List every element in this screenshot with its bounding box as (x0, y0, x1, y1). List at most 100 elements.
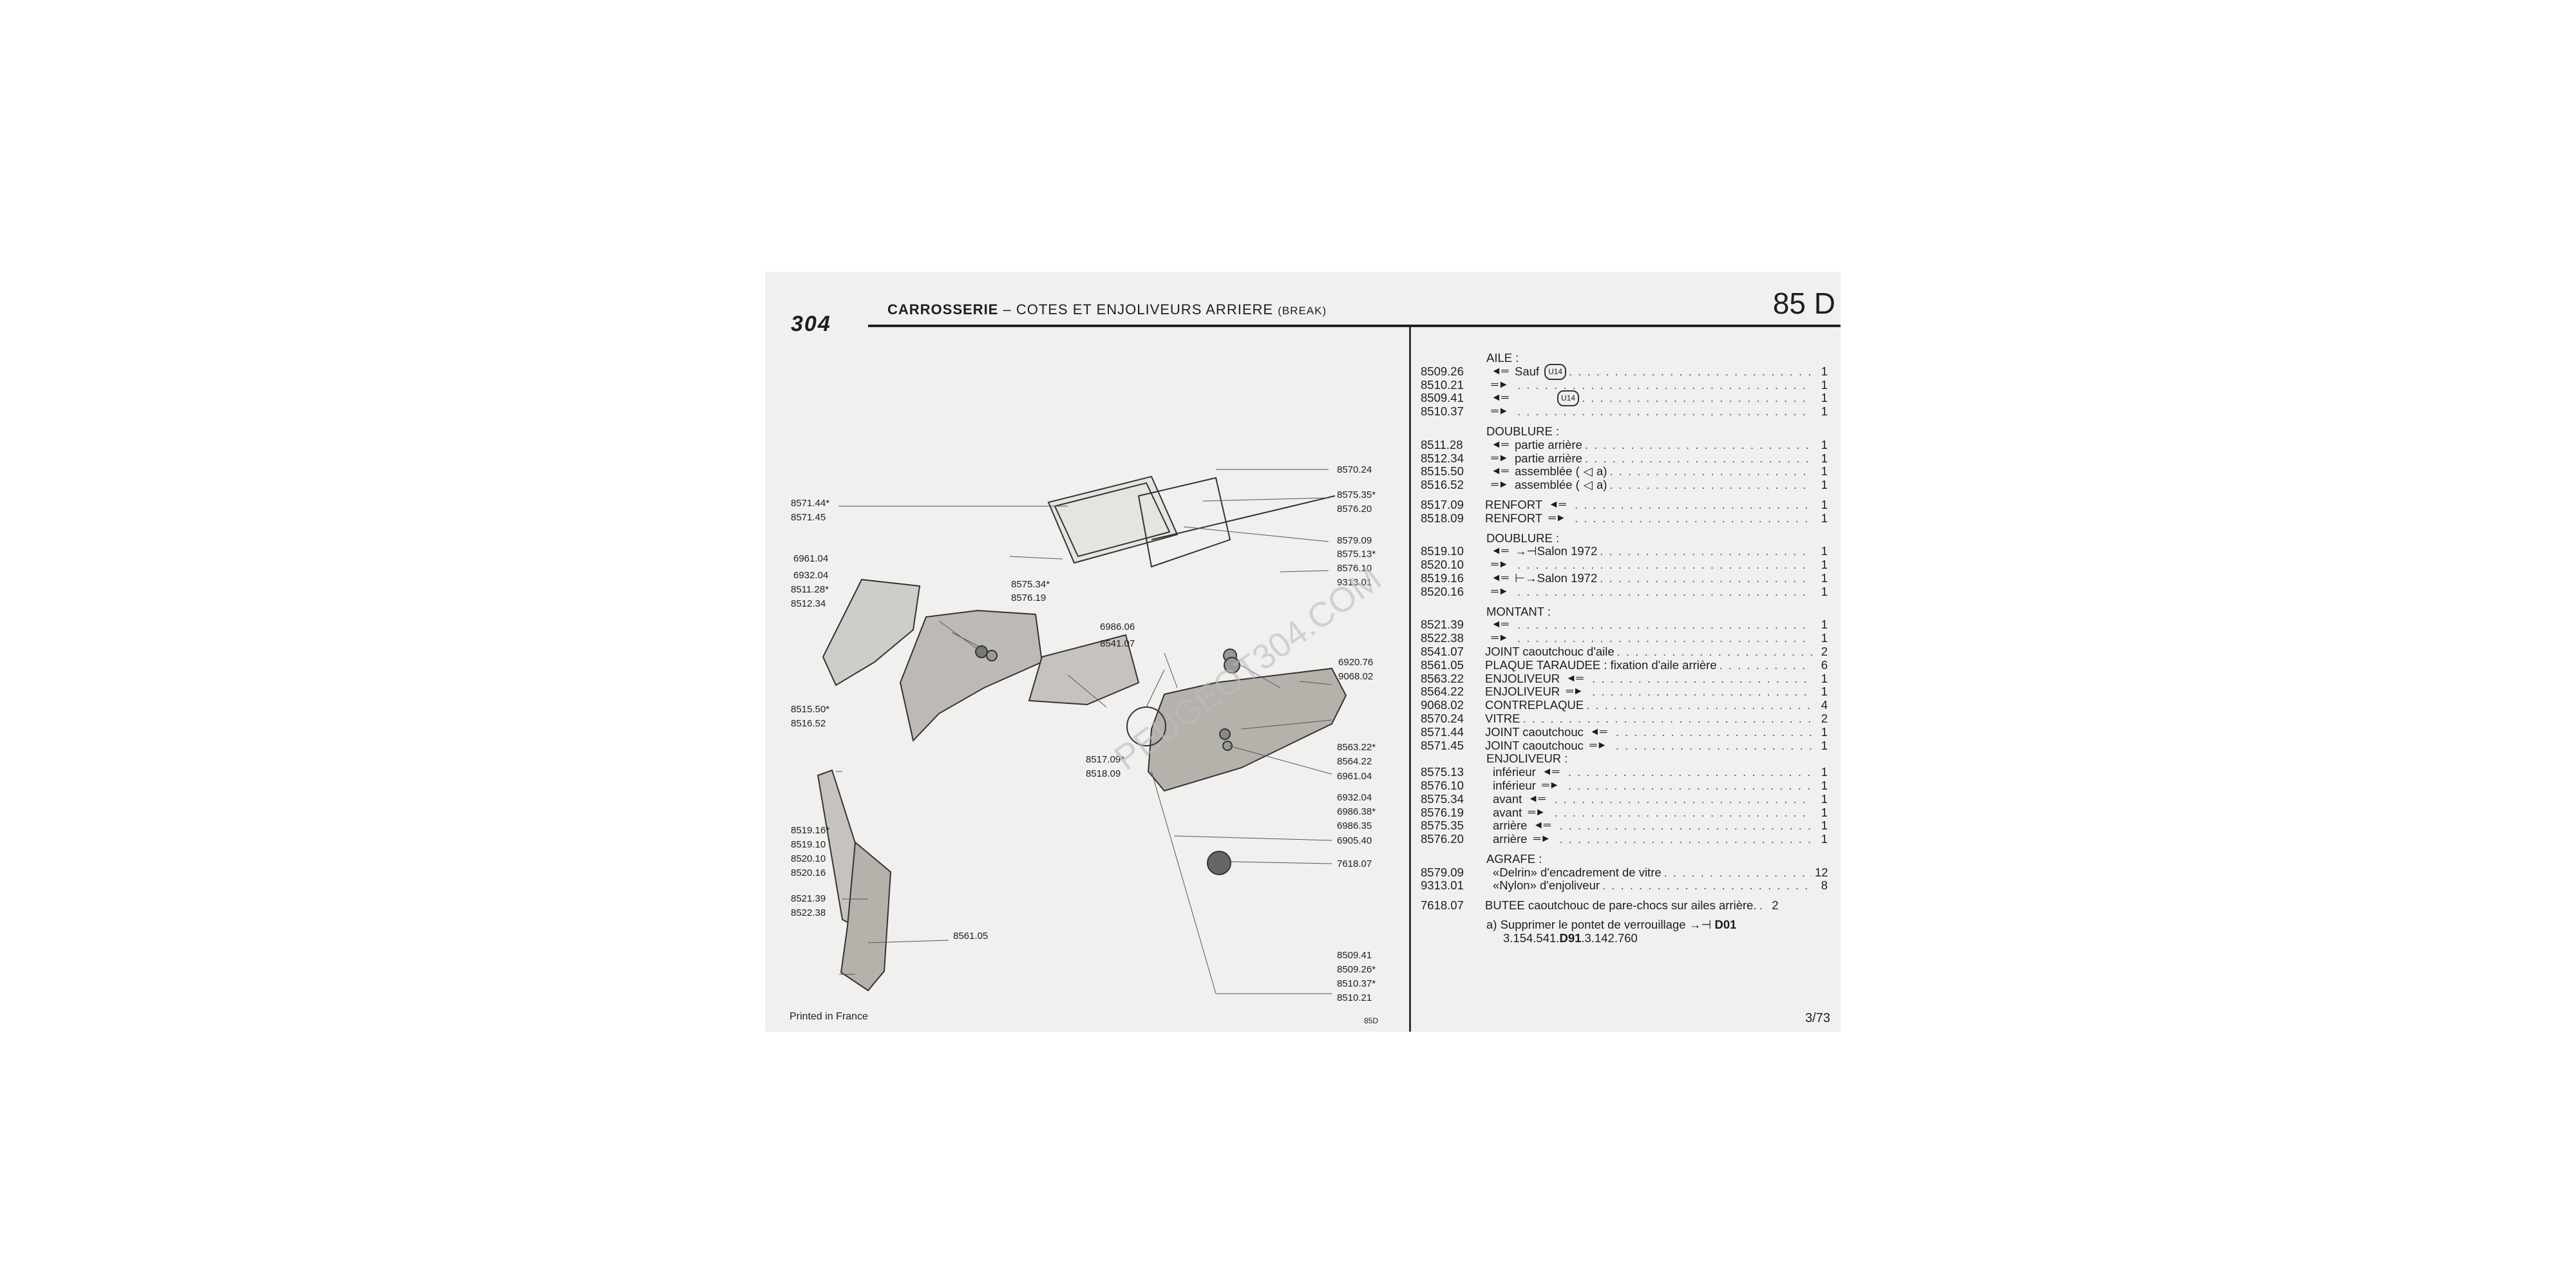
leader-dots (1617, 645, 1812, 659)
callout: 8517.09* (1086, 754, 1124, 765)
leader-dots (1592, 685, 1812, 699)
callout: 8515.50* (791, 704, 829, 715)
note-mark: a) (1486, 918, 1497, 932)
page-code: 85D (1364, 1016, 1379, 1025)
lower-molding (1151, 495, 1336, 540)
part-qty: 1 (1821, 778, 1828, 792)
leader-line (938, 620, 978, 650)
arrow-to-icon: →⊣ (1515, 544, 1537, 558)
part-ref: 8579.09 (1421, 865, 1464, 879)
section-title: DOUBLURE : (1486, 531, 1560, 545)
leader-line (1164, 652, 1178, 688)
part-qty: 1 (1821, 364, 1828, 378)
callout: 8520.16 (791, 867, 826, 878)
part-ref: 8541.07 (1421, 644, 1464, 658)
section-title: MONTANT : (1486, 604, 1551, 618)
leader-dots (1517, 585, 1812, 599)
left-arrow-icon: ◄═ (1491, 572, 1509, 583)
callout: 6986.35 (1337, 820, 1372, 831)
left-arrow-icon: ◄═ (1533, 820, 1551, 831)
callout: 8521.39 (791, 893, 826, 904)
leader-line (1202, 497, 1329, 502)
list-item: 7618.07 BUTEE caoutchouc de pare-chocs s… (1421, 898, 1828, 913)
left-arrow-icon: ◄═ (1548, 498, 1566, 510)
callout: 9313.01 (1337, 577, 1372, 588)
left-arrow-icon: ◄═ (1491, 365, 1509, 377)
part-qty: 1 (1821, 765, 1828, 779)
part-desc: Salon 1972 (1537, 544, 1598, 558)
header-rule (868, 325, 1841, 327)
inner-lining-panel (899, 609, 1043, 743)
callout: 6961.04 (1337, 771, 1372, 782)
part-ref: 7618.07 (1421, 898, 1464, 913)
list-item: 8571.45 JOINT caoutchouc ═► 1 (1421, 739, 1828, 753)
list-item: 8517.09 RENFORT ◄═ 1 (1421, 498, 1828, 512)
part-qty: 1 (1821, 685, 1828, 699)
part-ref: 8516.52 (1421, 478, 1464, 492)
part-desc: VITRE (1485, 711, 1520, 725)
callout: 6986.06 (1100, 621, 1135, 632)
callout: 8519.10 (791, 839, 826, 850)
callout: 8512.34 (791, 598, 826, 609)
leader-dots (1616, 726, 1812, 739)
callout: 9068.02 (1338, 671, 1373, 682)
leader-dots (1609, 465, 1812, 478)
part-qty: 1 (1821, 478, 1828, 492)
right-arrow-icon: ═► (1491, 559, 1509, 571)
section-title: AGRAFE : (1486, 851, 1542, 866)
callout: 8570.24 (1337, 464, 1372, 475)
callout: 8575.13* (1337, 549, 1376, 560)
right-arrow-icon: ═► (1566, 686, 1584, 697)
part-ref: 8515.50 (1421, 464, 1464, 478)
part-qty: 4 (1821, 698, 1828, 712)
part-qty: 1 (1821, 437, 1828, 451)
leader-dots (1592, 672, 1812, 686)
part-ref: 8509.26 (1421, 364, 1464, 378)
part-qty: 1 (1821, 451, 1828, 465)
part-qty: 2 (1821, 711, 1828, 725)
callout: 8518.09 (1086, 768, 1121, 779)
callout: 8571.45 (791, 512, 826, 523)
callout: 8520.10 (791, 853, 826, 864)
window-frame (1137, 477, 1231, 568)
leader-dots (1600, 545, 1812, 558)
part-desc: RENFORT (1485, 497, 1543, 511)
part-qty: 1 (1821, 738, 1828, 752)
part-ref: 8522.38 (1421, 631, 1464, 645)
part-ref: 8564.22 (1421, 685, 1464, 699)
list-item: 9313.01 «Nylon» d'enjoliveur 8 (1421, 879, 1828, 893)
list-item: 8519.10 ◄═ →⊣ Salon 1972 1 (1421, 545, 1828, 558)
list-item: 8520.16 ═► 1 (1421, 585, 1828, 599)
catalog-page: 304 CARROSSERIE – COTES ET ENJOLIVEURS A… (765, 272, 1841, 1032)
list-item: 8564.22 ENJOLIVEUR ═► 1 (1421, 685, 1828, 699)
part-qty: 1 (1821, 724, 1828, 739)
diagram-callouts: 8570.24 8575.35* 8576.20 8571.44* 8571.4… (791, 464, 1376, 1003)
leader-line (1280, 570, 1329, 573)
part-desc: JOINT caoutchouc d'aile (1485, 644, 1615, 658)
right-arrow-icon: ═► (1542, 779, 1560, 791)
leader-line (1183, 526, 1329, 542)
callout: 8576.19 (1011, 592, 1046, 603)
part-qty: 1 (1821, 805, 1828, 819)
u14-badge: U14 (1557, 390, 1580, 407)
part-ref: 8571.45 (1421, 738, 1464, 752)
callout: 8511.28* (791, 584, 829, 595)
leader-line (867, 940, 949, 943)
part-qty: 1 (1821, 631, 1828, 645)
part-ref: 8576.20 (1421, 832, 1464, 846)
right-arrow-icon: ═► (1491, 585, 1509, 597)
part-qty: 12 (1815, 865, 1828, 879)
callout: 6961.04 (793, 553, 828, 564)
arrow-from-icon: ⊢→ (1515, 571, 1537, 585)
part-desc: arrière (1493, 819, 1528, 833)
leader-dots (1582, 392, 1812, 405)
triangle-icon: ◁ (1583, 464, 1593, 478)
bumper-stop (1207, 851, 1231, 875)
part-desc: BUTEE caoutchouc de pare-chocs sur ailes… (1485, 898, 1757, 913)
part-desc: Sauf (1515, 364, 1540, 378)
part-qty: 1 (1821, 511, 1828, 525)
list-item: 8512.34 ═► partie arrière 1 (1421, 451, 1828, 466)
left-arrow-icon: ◄═ (1491, 545, 1509, 557)
grommet (975, 645, 988, 658)
rear-wing-panel (1147, 667, 1347, 792)
